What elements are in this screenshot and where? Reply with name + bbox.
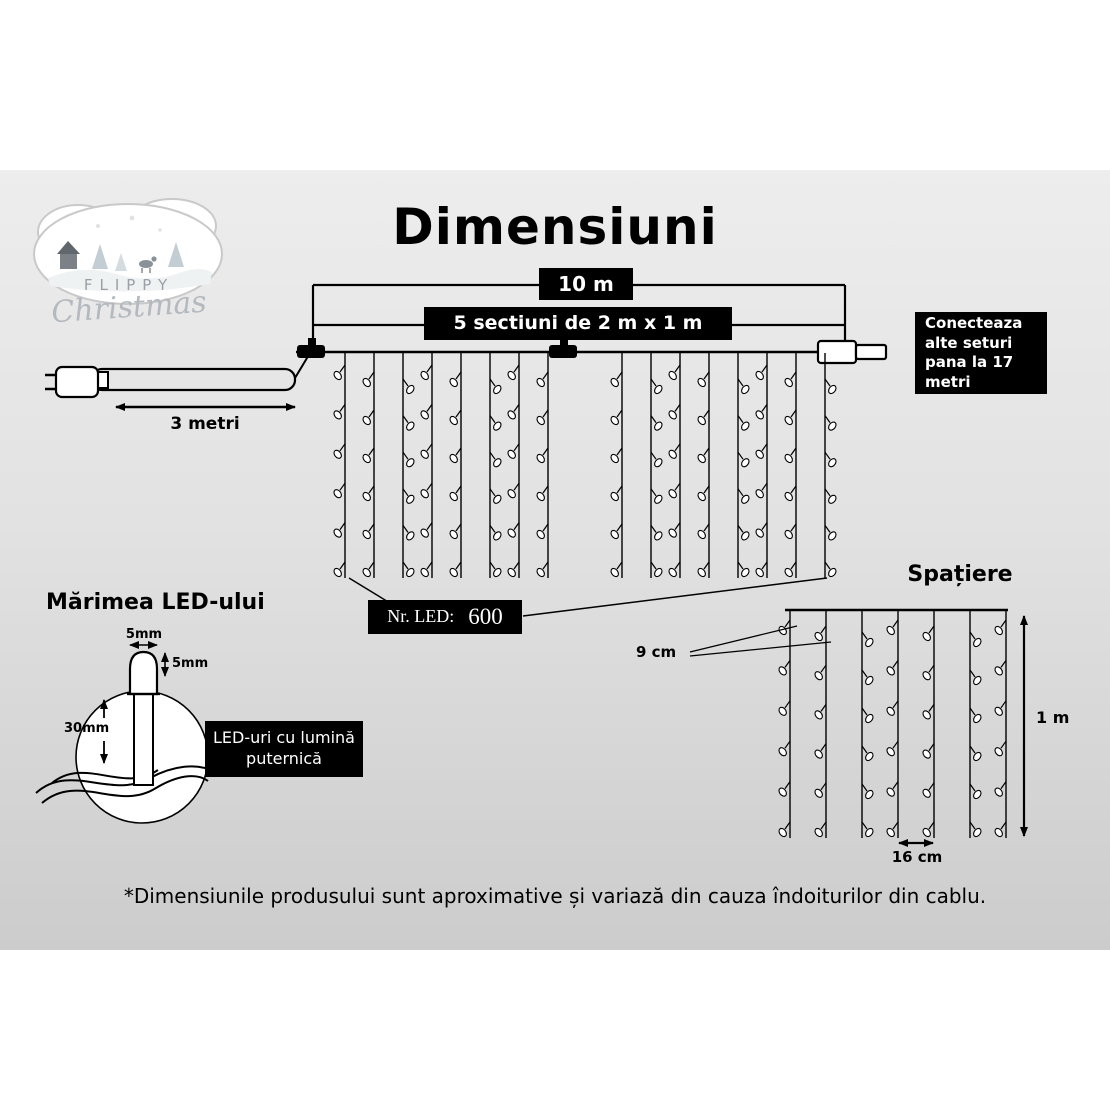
led-count-box: Nr. LED: 600 bbox=[368, 600, 522, 634]
power-plug-icon bbox=[45, 365, 109, 399]
cable-length-label: 3 metri bbox=[170, 414, 240, 434]
page-title: Dimensiuni bbox=[392, 198, 718, 256]
power-cable bbox=[90, 352, 311, 392]
wire-connector-icons bbox=[297, 338, 577, 358]
spacing-curtain bbox=[778, 608, 1008, 838]
logo-cloud-illustration bbox=[33, 198, 223, 305]
led-size-heading: Mărimea LED-ului bbox=[46, 590, 265, 615]
spacing-bottom-gap-label: 16 cm bbox=[891, 848, 943, 866]
led-size-arrows bbox=[100, 641, 169, 764]
curtain-section-left bbox=[333, 353, 549, 578]
curtain-section-right bbox=[610, 353, 837, 578]
led-count-pointer-lines bbox=[348, 577, 828, 617]
spacing-height-label: 1 m bbox=[1036, 708, 1070, 727]
footer-disclaimer: *Dimensiunile produsului sunt aproximati… bbox=[123, 884, 987, 908]
led-length-label: 30mm bbox=[64, 721, 110, 736]
spacing-heading: Spațiere bbox=[907, 562, 1013, 587]
led-count-value: 600 bbox=[468, 604, 503, 630]
spacing-gap-label: 9 cm bbox=[636, 643, 677, 661]
total-length-box: 10 m bbox=[539, 268, 633, 300]
led-brightness-note-box: LED-uri cu lumină puternică bbox=[205, 721, 363, 777]
led-magnifier bbox=[35, 650, 215, 824]
logo-tree-icon bbox=[92, 244, 108, 269]
spacing-arrows bbox=[689, 615, 1028, 847]
connect-note-box: Conecteaza alte seturi pana la 17 metri bbox=[915, 312, 1047, 394]
logo-deer-icon bbox=[139, 260, 153, 268]
sections-box: 5 sectiuni de 2 m x 1 m bbox=[424, 307, 732, 340]
gray-background-band bbox=[0, 170, 1110, 950]
end-connector-icon bbox=[816, 339, 888, 365]
led-count-label: Nr. LED: bbox=[387, 606, 455, 627]
brand-logo: FLIPPY Christmas bbox=[20, 184, 238, 354]
led-height-label: 5mm bbox=[172, 656, 209, 671]
led-width-label: 5mm bbox=[125, 627, 163, 642]
logo-house-icon bbox=[60, 254, 77, 269]
logo-brand-name: FLIPPY bbox=[83, 276, 175, 294]
